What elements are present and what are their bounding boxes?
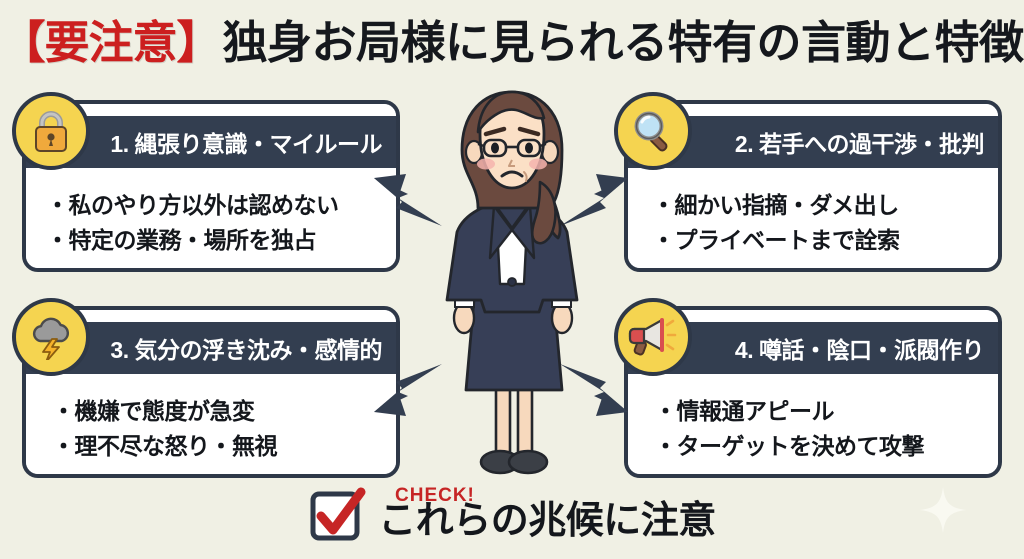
megaphone-icon bbox=[614, 298, 692, 376]
storm-cloud-icon bbox=[12, 298, 90, 376]
card-gossip-cliques[interactable]: 4. 噂話・陰口・派閥作り ・情報通アピール ・ターゲットを決めて攻撃 bbox=[614, 298, 1002, 478]
page-title: 【要注意】 独身お局様に見られる特有の言動と特徴 bbox=[0, 6, 1024, 78]
card-bullet-list: ・機嫌で態度が急変 ・理不尽な怒り・無視 bbox=[26, 374, 396, 474]
card-heading-text: 3. 気分の浮き沈み・感情的 bbox=[110, 337, 382, 363]
lock-icon bbox=[12, 92, 90, 170]
list-item: ・理不尽な怒り・無視 bbox=[52, 433, 278, 459]
list-item: ・ターゲットを決めて攻撃 bbox=[654, 433, 925, 459]
title-alert-tag: 【要注意】 bbox=[0, 16, 221, 68]
check-label: CHECK! bbox=[395, 485, 475, 506]
card-over-interference[interactable]: 2. 若手への過干渉・批判 ・細かい指摘・ダメ出し ・プライベートまで詮索 bbox=[614, 92, 1002, 272]
arrow-to-card-4 bbox=[558, 360, 630, 427]
magnifier-icon bbox=[614, 92, 692, 170]
arrow-to-card-2 bbox=[558, 168, 630, 235]
card-mood-swings[interactable]: 3. 気分の浮き沈み・感情的 ・機嫌で態度が急変 ・理不尽な怒り・無視 bbox=[12, 298, 400, 478]
title-main-text: 独身お局様に見られる特有の言動と特徴 bbox=[222, 16, 1024, 68]
footer-callout: これらの兆候に注意 bbox=[0, 479, 1024, 553]
footer-text: これらの兆候に注意 bbox=[378, 499, 716, 542]
list-item: ・細かい指摘・ダメ出し bbox=[652, 191, 899, 218]
list-item: ・情報通アピール bbox=[654, 397, 835, 424]
checkbox-checked-icon[interactable] bbox=[308, 487, 366, 545]
card-bullet-list: ・私のやり方以外は認めない ・特定の業務・場所を独占 bbox=[26, 168, 396, 268]
office-woman-illustration bbox=[400, 86, 624, 492]
arrow-to-card-3 bbox=[372, 360, 444, 427]
list-item: ・プライベートまで詮索 bbox=[652, 227, 900, 253]
card-heading-text: 4. 噂話・陰口・派閥作り bbox=[734, 337, 985, 363]
card-surface: 1. 縄張り意識・マイルール ・私のやり方以外は認めない ・特定の業務・場所を独… bbox=[26, 104, 396, 268]
card-heading-text: 1. 縄張り意識・マイルール bbox=[110, 131, 382, 157]
list-item: ・機嫌で態度が急変 bbox=[52, 397, 255, 424]
sparkle-icon bbox=[920, 487, 966, 533]
list-item: ・私のやり方以外は認めない bbox=[46, 191, 339, 218]
card-heading-text: 2. 若手への過干渉・批判 bbox=[734, 131, 985, 157]
list-item: ・特定の業務・場所を独占 bbox=[46, 227, 317, 253]
card-bullet-list: ・細かい指摘・ダメ出し ・プライベートまで詮索 bbox=[628, 168, 998, 268]
card-territorial-mindset[interactable]: 1. 縄張り意識・マイルール ・私のやり方以外は認めない ・特定の業務・場所を独… bbox=[12, 92, 400, 272]
arrow-to-card-1 bbox=[372, 168, 444, 235]
card-bullet-list: ・情報通アピール ・ターゲットを決めて攻撃 bbox=[628, 374, 998, 474]
